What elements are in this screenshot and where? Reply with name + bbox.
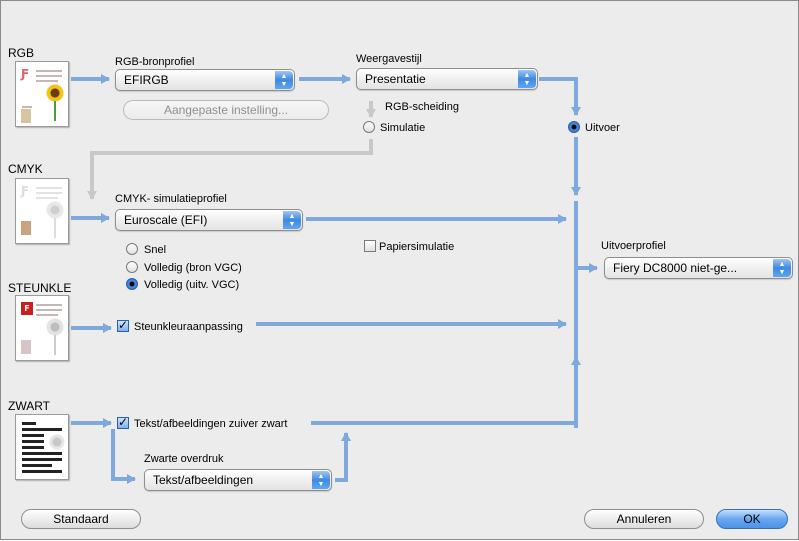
overprint-arrow — [111, 429, 136, 484]
rgb-source-popup[interactable]: EFIRGB ▲▼ — [115, 69, 295, 91]
rgb-document-icon: Ƒ — [15, 61, 69, 127]
spot-document-icon: F — [15, 295, 69, 361]
mode-fast-label: Snel — [144, 244, 167, 256]
mode-full-source-label: Volledig (bron VGC) — [144, 262, 242, 274]
cmyk-section-label: CMYK — [8, 162, 43, 176]
popup-arrows-icon: ▲▼ — [773, 259, 791, 277]
rgb-source-label: RGB-bronprofiel — [115, 56, 195, 68]
pure-black-checkbox[interactable]: ✓ — [117, 415, 129, 429]
output-profile-value: Fiery DC8000 niet-ge... — [613, 261, 738, 275]
rendering-to-output-arrow — [539, 77, 581, 116]
cancel-button[interactable]: Annuleren — [584, 509, 704, 529]
rendering-style-value: Presentatie — [365, 72, 426, 86]
black-overprint-popup[interactable]: Tekst/afbeeldingen ▲▼ — [144, 469, 332, 491]
paper-simulation-label: Papiersimulatie — [379, 241, 455, 253]
black-to-output-arrow — [311, 356, 581, 425]
spot-matching-checkbox[interactable]: ✓ — [117, 318, 129, 332]
ok-button[interactable]: OK — [716, 509, 788, 529]
mode-full-output-radio[interactable] — [126, 278, 138, 290]
output-profile-label: Uitvoerprofiel — [601, 240, 666, 252]
spot-section-label: STEUNKLE — [8, 281, 72, 295]
default-button[interactable]: Standaard — [21, 509, 141, 529]
cmyk-document-icon: Ƒ — [15, 178, 69, 244]
popup-arrows-icon: ▲▼ — [312, 471, 330, 489]
output-label: Uitvoer — [585, 122, 620, 134]
rendering-style-label: Weergavestijl — [356, 53, 422, 65]
mode-full-source-radio[interactable] — [126, 261, 138, 273]
mode-full-output-label: Volledig (uitv. VGC) — [144, 279, 240, 291]
cmyk-simulation-label: CMYK- simulatieprofiel — [115, 193, 227, 205]
paper-simulation-checkbox[interactable] — [364, 240, 376, 252]
spot-matching-label: Steunkleuraanpassing — [134, 321, 243, 333]
simulation-radio[interactable] — [363, 121, 375, 133]
cmyk-simulation-value: Euroscale (EFI) — [124, 213, 208, 227]
pure-black-label: Tekst/afbeeldingen zuiver zwart — [134, 418, 288, 430]
overprint-return-arrow — [335, 432, 351, 482]
black-overprint-label: Zwarte overdruk — [144, 453, 224, 465]
rgb-section-label: RGB — [8, 46, 35, 60]
simulation-path-arrow — [87, 139, 373, 200]
output-radio[interactable] — [568, 121, 580, 133]
popup-arrows-icon: ▲▼ — [283, 211, 301, 229]
output-profile-popup[interactable]: Fiery DC8000 niet-ge... ▲▼ — [604, 257, 793, 279]
custom-settings-button[interactable]: Aangepaste instelling... — [123, 100, 329, 120]
cmyk-simulation-popup[interactable]: Euroscale (EFI) ▲▼ — [115, 209, 303, 231]
popup-arrows-icon: ▲▼ — [518, 70, 536, 88]
black-section-label: ZWART — [8, 399, 50, 413]
black-overprint-value: Tekst/afbeeldingen — [153, 473, 254, 487]
popup-arrows-icon: ▲▼ — [275, 71, 293, 89]
rendering-style-popup[interactable]: Presentatie ▲▼ — [356, 68, 538, 90]
rgb-source-value: EFIRGB — [124, 73, 169, 87]
rgb-separation-label: RGB-scheiding — [385, 101, 459, 113]
simulation-label: Simulatie — [380, 122, 426, 134]
mode-fast-radio[interactable] — [126, 243, 138, 255]
black-document-icon — [15, 414, 69, 480]
